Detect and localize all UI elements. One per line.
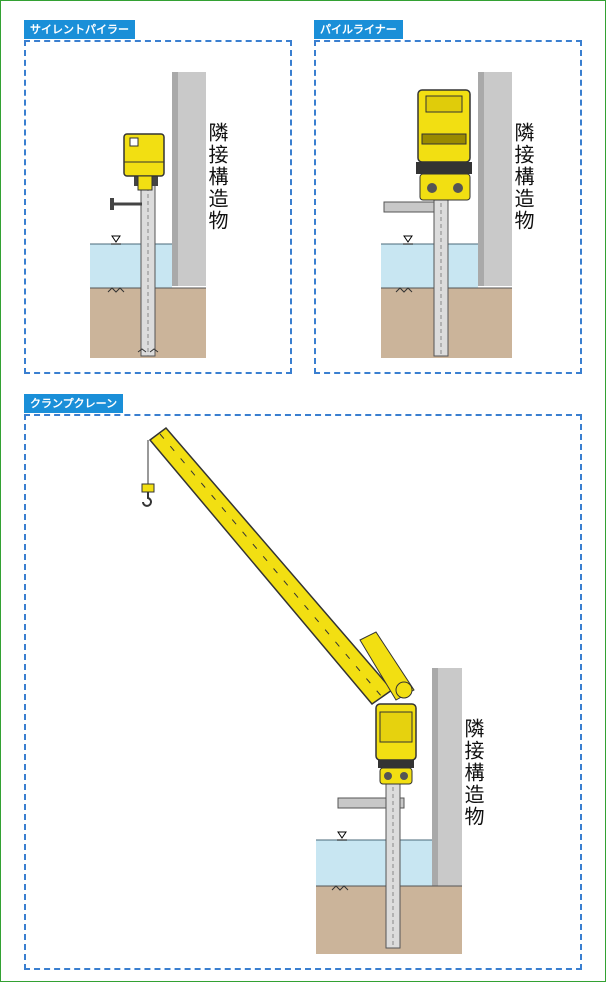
water-layer [381, 244, 478, 288]
panel-tag-clamp-crane: クランプクレーン [24, 394, 124, 413]
water-level-icon [403, 235, 413, 243]
water-layer [316, 840, 432, 886]
panel-tag-silent-piler: サイレントパイラー [24, 20, 135, 39]
panel-clamp-crane [24, 414, 582, 970]
crane-boom [148, 426, 394, 706]
water-level-icon [337, 831, 347, 839]
water-level-icon [111, 235, 121, 243]
crane-hook-block [141, 483, 155, 493]
adjacent-structure-label-1: 隣接構造物 [205, 122, 229, 232]
water-layer [90, 244, 172, 288]
panel-pile-liner [314, 40, 582, 374]
work-platform [337, 797, 405, 809]
hook-icon [142, 492, 152, 507]
panel-silent-piler [24, 40, 292, 374]
adjacent-structure-label-2: 隣接構造物 [511, 122, 535, 232]
panel-tag-pile-liner: パイルライナー [314, 20, 403, 39]
adjacent-structure-label-3: 隣接構造物 [461, 718, 485, 828]
